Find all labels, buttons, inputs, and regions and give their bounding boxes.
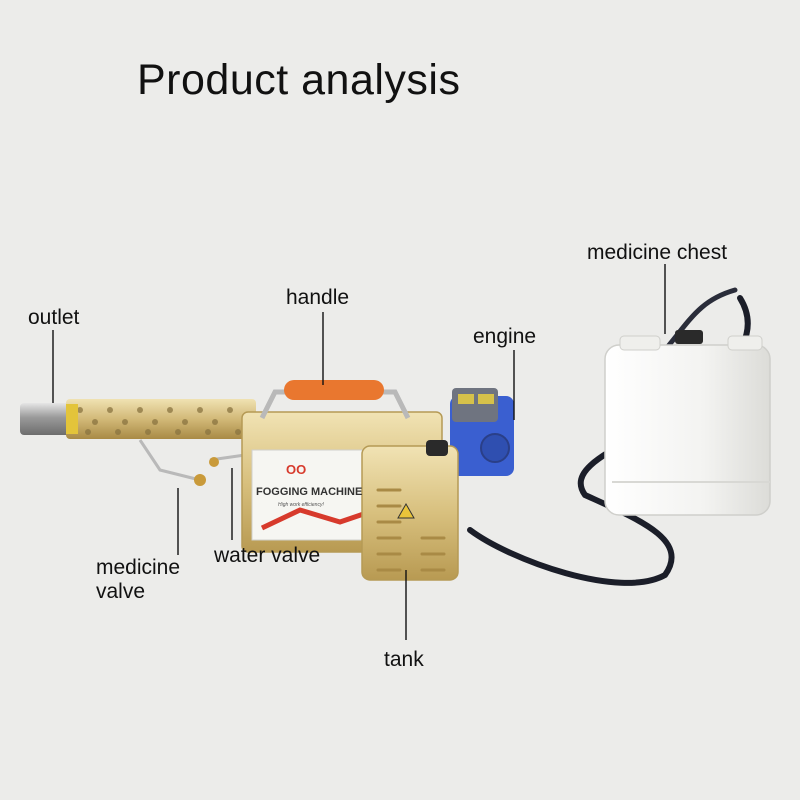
handle-label: handle bbox=[286, 286, 350, 309]
product-brand-text: FOGGING MACHINE bbox=[256, 486, 362, 498]
engine-graphic bbox=[450, 388, 514, 476]
outlet-nozzle-graphic bbox=[20, 403, 70, 435]
outlet-tube-graphic bbox=[66, 399, 256, 439]
return-hose bbox=[662, 287, 738, 353]
leader-lines bbox=[52, 264, 666, 640]
medicine-chest-graphic bbox=[604, 330, 771, 516]
handle-graphic bbox=[259, 380, 411, 420]
product-logo: OO bbox=[286, 462, 306, 477]
product-tagline: High work efficiency! bbox=[278, 502, 324, 508]
tank-label: tank bbox=[384, 648, 424, 671]
tank-graphic bbox=[361, 440, 459, 581]
outlet-label: outlet bbox=[28, 306, 80, 329]
water-valve-label: water valve bbox=[214, 544, 321, 567]
engine-label: engine bbox=[473, 325, 537, 348]
medicine-valve-label: medicine valve bbox=[96, 556, 181, 603]
page-title: Product analysis bbox=[137, 56, 461, 104]
medicine-chest-label: medicine chest bbox=[587, 241, 728, 264]
valve-pipes bbox=[138, 439, 246, 482]
